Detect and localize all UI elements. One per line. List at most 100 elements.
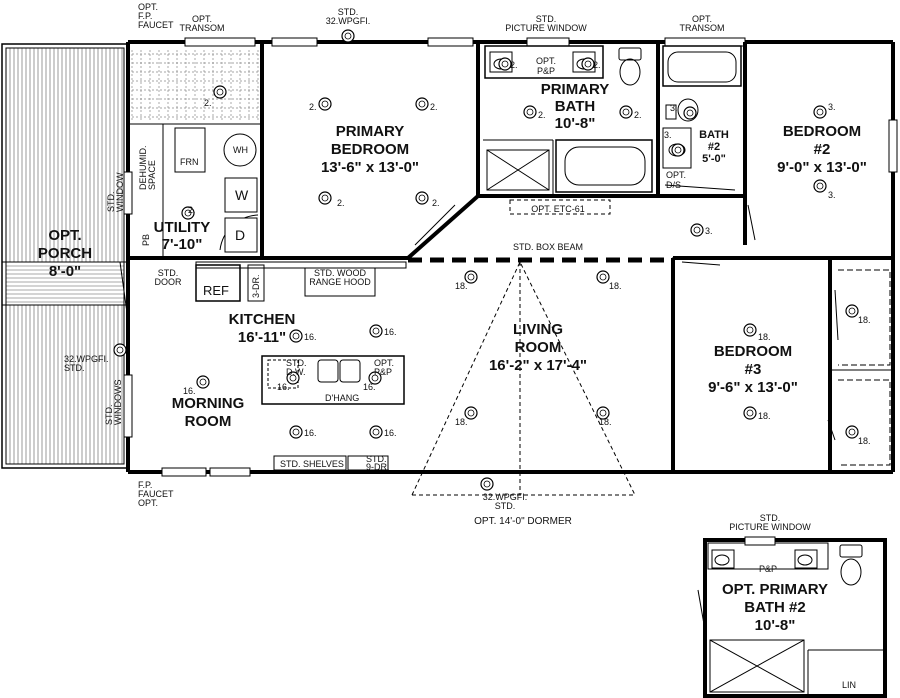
svg-text:STD.: STD. bbox=[286, 358, 307, 368]
svg-text:32.WPGFI.: 32.WPGFI. bbox=[326, 16, 371, 26]
bath2-fixtures bbox=[662, 45, 742, 169]
ceiling-light-icon: 2. bbox=[415, 191, 440, 208]
ceiling-light-icon: 2. bbox=[581, 57, 601, 71]
utility-floor-grid bbox=[131, 50, 260, 122]
ceiling-light-icon: 2. bbox=[318, 191, 345, 208]
svg-text:9-DR.: 9-DR. bbox=[366, 462, 390, 472]
ceiling-light-icon: 2. bbox=[415, 97, 438, 112]
ceiling-light-icon: 18. bbox=[455, 270, 478, 291]
svg-text:P&P: P&P bbox=[374, 367, 392, 377]
fixture-label: 18. bbox=[758, 332, 771, 342]
svg-text:F.P.: F.P. bbox=[138, 480, 152, 490]
fixture-label: 3. bbox=[705, 226, 713, 236]
svg-text:STD. BOX BEAM: STD. BOX BEAM bbox=[513, 242, 583, 252]
ceiling-light-icon: 3. bbox=[664, 130, 685, 157]
utility-appliances bbox=[174, 127, 258, 253]
svg-text:STD. WOOD: STD. WOOD bbox=[314, 268, 366, 278]
svg-text:PB: PB bbox=[141, 234, 151, 246]
fixture-label: 2. bbox=[337, 198, 345, 208]
ceiling-light-icon: 16. bbox=[183, 375, 210, 396]
fixture-label: 3. bbox=[670, 103, 678, 113]
fixture-label: 2. bbox=[204, 98, 212, 108]
svg-text:OPT.: OPT. bbox=[374, 358, 394, 368]
svg-text:PICTURE WINDOW: PICTURE WINDOW bbox=[505, 23, 587, 33]
svg-text:FAUCET: FAUCET bbox=[138, 20, 174, 30]
ceiling-light-icon: 3. bbox=[813, 179, 836, 200]
svg-text:P&P: P&P bbox=[537, 66, 555, 76]
fixture-label: 18. bbox=[455, 417, 468, 427]
fixture-label: 16. bbox=[304, 332, 317, 342]
svg-text:STD.: STD. bbox=[495, 501, 516, 511]
fixture-label: 2. bbox=[430, 102, 438, 112]
svg-text:F.P.: F.P. bbox=[138, 11, 152, 21]
fixture-label: 18. bbox=[599, 417, 612, 427]
svg-text:OPT.: OPT. bbox=[692, 14, 712, 24]
svg-text:32.WPGFI.: 32.WPGFI. bbox=[64, 354, 109, 364]
annotations: OPT. F.P. FAUCET OPT. TRANSOM STD. 32.WP… bbox=[64, 2, 856, 690]
svg-text:OPT. 14'-0" DORMER: OPT. 14'-0" DORMER bbox=[474, 516, 572, 527]
fixture-label: 18. bbox=[858, 436, 871, 446]
ceiling-light-icon bbox=[480, 477, 494, 491]
svg-text:OPT.: OPT. bbox=[666, 170, 686, 180]
fixture-label: 2. bbox=[309, 102, 317, 112]
ceiling-light-icon: 16. bbox=[289, 425, 317, 439]
porch-area bbox=[1, 43, 129, 469]
svg-text:LIN: LIN bbox=[842, 680, 856, 690]
light-fixtures: 2. 2. 2. 2. 2. 2. 2. 2. 2. 3. 3. 3. 3. 3. 2. 16. 16. 16. 1… bbox=[113, 29, 871, 491]
inset-bath bbox=[703, 536, 887, 698]
porch-decking bbox=[6, 48, 124, 464]
ceiling-light-icon bbox=[341, 29, 355, 43]
fixture-label: 3. bbox=[828, 102, 836, 112]
svg-text:WINDOWS: WINDOWS bbox=[113, 380, 123, 426]
ceiling-light-icon: 3. bbox=[670, 103, 697, 120]
ceiling-light-icon: 18. bbox=[845, 425, 871, 446]
fixture-label: 16. bbox=[304, 428, 317, 438]
ceiling-light-icon: 16. bbox=[369, 425, 397, 439]
fixture-label: 2. bbox=[593, 60, 601, 70]
svg-text:WH: WH bbox=[233, 145, 248, 155]
ceiling-light-icon: 16. bbox=[289, 329, 317, 343]
ceiling-light-icon: 2. bbox=[309, 97, 332, 112]
svg-text:P&P: P&P bbox=[759, 564, 777, 574]
svg-text:STD.: STD. bbox=[536, 14, 557, 24]
ceiling-light-icon: 2. bbox=[498, 57, 518, 71]
fixture-label: 2. bbox=[634, 110, 642, 120]
ceiling-light-icon: 18. bbox=[845, 304, 871, 325]
fixture-label: 18. bbox=[758, 411, 771, 421]
interior-walls bbox=[130, 42, 893, 472]
fixture-label: 18. bbox=[609, 281, 622, 291]
ceiling-light-icon: 2. bbox=[619, 105, 642, 120]
ceiling-light-icon: 18. bbox=[743, 406, 771, 421]
svg-text:OPT. ETC-61: OPT. ETC-61 bbox=[531, 204, 585, 214]
svg-text:D/S: D/S bbox=[666, 180, 681, 190]
fixture-label: 2. bbox=[188, 205, 196, 215]
svg-text:STD.: STD. bbox=[64, 363, 85, 373]
ceiling-light-icon: 16. bbox=[363, 371, 382, 392]
svg-text:DEHUMID.: DEHUMID. bbox=[138, 146, 148, 191]
svg-text:DOOR: DOOR bbox=[155, 277, 183, 287]
svg-text:STD.: STD. bbox=[366, 454, 387, 464]
fixture-label: 2. bbox=[510, 60, 518, 70]
fixture-label: 16. bbox=[384, 428, 397, 438]
ceiling-light-icon: 18. bbox=[596, 270, 622, 291]
fixture-label: 18. bbox=[455, 281, 468, 291]
svg-text:STD.: STD. bbox=[104, 404, 114, 425]
svg-text:OPT.: OPT. bbox=[138, 498, 158, 508]
svg-text:FAUCET: FAUCET bbox=[138, 489, 174, 499]
ceiling-light-icon: 3. bbox=[813, 102, 836, 119]
svg-text:REF: REF bbox=[203, 283, 229, 298]
svg-text:TRANSOM: TRANSOM bbox=[680, 23, 725, 33]
svg-text:STD.: STD. bbox=[158, 268, 179, 278]
svg-text:RANGE HOOD: RANGE HOOD bbox=[309, 277, 371, 287]
svg-text:SPACE: SPACE bbox=[147, 160, 157, 190]
svg-text:OPT.: OPT. bbox=[138, 2, 158, 12]
ceiling-light-icon: 2. bbox=[523, 105, 546, 120]
fixture-label: 16. bbox=[183, 386, 196, 396]
ceiling-light-icon: 18. bbox=[455, 406, 478, 427]
ceiling-light-icon: 2. bbox=[181, 205, 196, 220]
